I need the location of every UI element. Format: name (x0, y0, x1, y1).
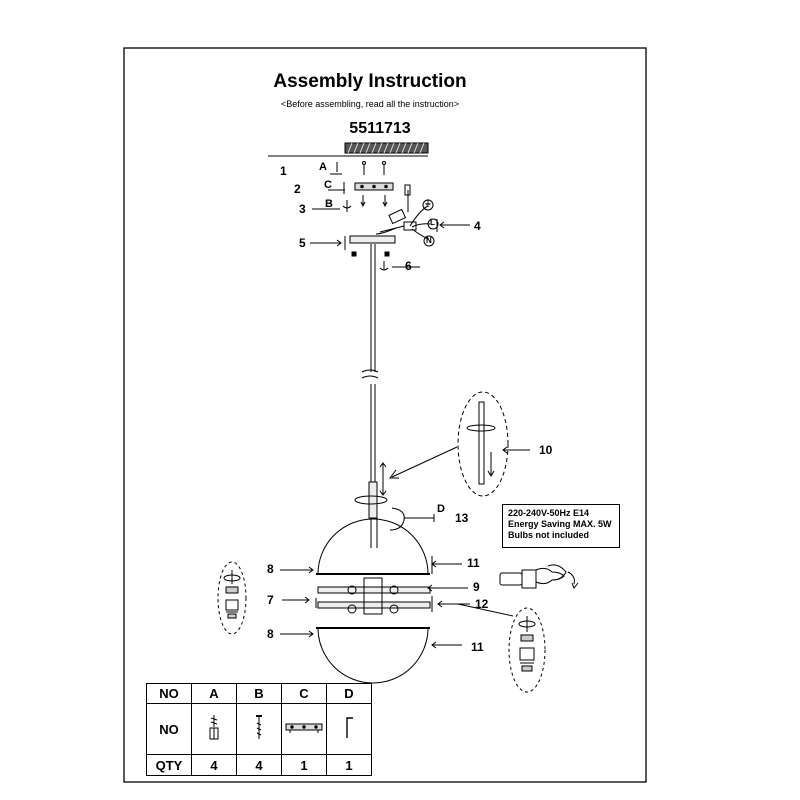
live-terminal-label: L (430, 218, 435, 227)
callout-10: 10 (539, 443, 553, 457)
parts-table: NO A B C D NO (146, 683, 372, 776)
callout-8-lower: 8 (267, 627, 274, 641)
callout-11-upper: 11 (467, 556, 480, 570)
callout-9: 9 (473, 580, 480, 594)
parts-qty-b: 4 (236, 754, 282, 776)
hex-key-icon (326, 703, 372, 755)
spec-bulb-note: Bulbs not included (508, 530, 589, 540)
parts-header-c: C (281, 683, 327, 704)
page-frame (123, 47, 647, 783)
parts-qty-d: 1 (326, 754, 372, 776)
screw-icon (236, 703, 282, 755)
callout-letter-a: A (319, 161, 327, 173)
rod-coupling (354, 462, 435, 548)
left-screw-detail (217, 561, 247, 635)
ceiling-hatch (268, 142, 429, 157)
parts-qty-a: 4 (191, 754, 237, 776)
rod-detail (389, 391, 530, 497)
parts-header-d: D (326, 683, 372, 704)
callout-3: 3 (299, 202, 306, 216)
screw-b (312, 200, 352, 212)
mounting-bar-icon (281, 703, 327, 755)
right-screw-detail (457, 603, 546, 693)
callout-12: 12 (475, 597, 489, 611)
parts-header-no: NO (146, 683, 192, 704)
lower-globe (280, 627, 462, 684)
callout-1: 1 (280, 164, 287, 178)
callout-4: 4 (474, 219, 481, 233)
callout-7: 7 (267, 593, 274, 607)
callout-letter-c: C (324, 179, 332, 191)
callout-5: 5 (299, 236, 306, 250)
parts-row-label: NO (146, 703, 192, 755)
upper-globe (280, 518, 462, 575)
terminal-block (375, 184, 470, 247)
callout-letter-b: B (325, 198, 333, 210)
callout-11-lower: 11 (471, 640, 484, 654)
parts-qty-label: QTY (146, 754, 192, 776)
socket-cluster (282, 577, 470, 615)
parts-icon-row: NO (146, 703, 372, 755)
suspension-cord (361, 244, 379, 512)
callout-13: 13 (455, 511, 469, 525)
parts-qty-c: 1 (281, 754, 327, 776)
spec-voltage: 220-240V-50Hz E14 (508, 508, 590, 518)
neutral-terminal-label: N (426, 236, 432, 245)
parts-header-row: NO A B C D (146, 683, 372, 704)
canopy (310, 235, 420, 271)
page-subtitle: <Before assembling, read all the instruc… (280, 99, 460, 109)
parts-qty-row: QTY 4 4 1 1 (146, 754, 372, 776)
callout-8-upper: 8 (267, 562, 274, 576)
model-number: 5511713 (349, 120, 411, 137)
page-title: Assembly Instruction (273, 71, 467, 92)
screw-anchor-icon (191, 703, 237, 755)
mounting-bar (328, 182, 394, 208)
callout-2: 2 (294, 182, 301, 196)
electrical-spec-box: 220-240V-50Hz E14 Energy Saving MAX. 5W … (502, 504, 620, 548)
callout-6: 6 (405, 259, 412, 273)
ceiling-anchors (330, 161, 386, 175)
parts-header-a: A (191, 683, 237, 704)
earth-terminal-label: ⏚ (424, 199, 432, 208)
parts-header-b: B (236, 683, 282, 704)
spec-wattage: Energy Saving MAX. 5W (508, 519, 612, 529)
bulb-diagram (499, 564, 579, 589)
callout-letter-d: D (437, 503, 445, 515)
